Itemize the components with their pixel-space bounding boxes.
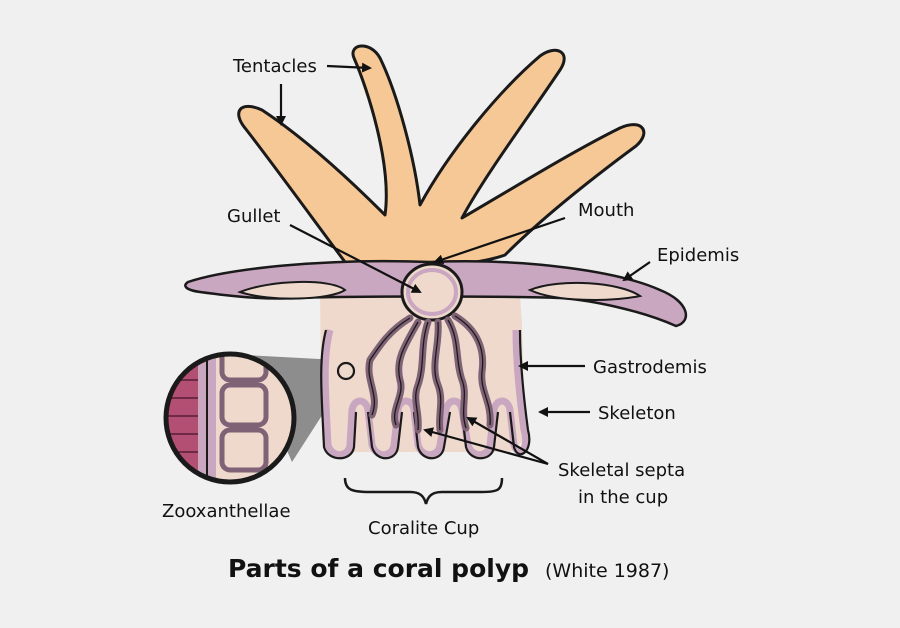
label-zooxanthellae: Zooxanthellae — [162, 501, 291, 522]
gastrodermis-outline — [320, 329, 531, 460]
label-tentacles: Tentacles — [232, 56, 317, 77]
label-gullet: Gullet — [227, 206, 281, 227]
arrow-septa-1 — [423, 427, 549, 466]
label-coralite-cup: Coralite Cup — [368, 518, 479, 539]
label-septa-line2: in the cup — [578, 487, 668, 508]
diagram-title: Parts of a coral polyp — [228, 554, 529, 583]
gullet-lining — [406, 268, 458, 316]
pointer-arrows — [276, 62, 651, 466]
label-epidemis: Epidemis — [657, 245, 739, 266]
arrow-septa-2 — [466, 417, 549, 465]
coralite-cup-brace — [343, 477, 504, 505]
disc-flap-right — [527, 281, 643, 301]
arrow-gullet — [289, 224, 422, 293]
diagram-citation: (White 1987) — [545, 560, 669, 582]
zooxanthellae-zoom — [163, 351, 297, 485]
gullet-shape — [400, 262, 464, 322]
gastrodermis-wall — [321, 329, 530, 459]
zoom-source-circle — [336, 361, 356, 381]
disc-flap-left — [237, 280, 347, 300]
arrow-tentacles-right — [326, 62, 372, 73]
label-septa-line1: Skeletal septa — [558, 460, 685, 481]
label-mouth: Mouth — [578, 200, 634, 221]
tentacles-shape — [237, 44, 646, 269]
arrow-epidemis — [622, 261, 651, 282]
arrow-mouth — [433, 216, 566, 265]
label-skeleton: Skeleton — [598, 403, 676, 424]
label-gastrodemis: Gastrodemis — [593, 357, 707, 378]
septa-outline — [368, 315, 491, 431]
